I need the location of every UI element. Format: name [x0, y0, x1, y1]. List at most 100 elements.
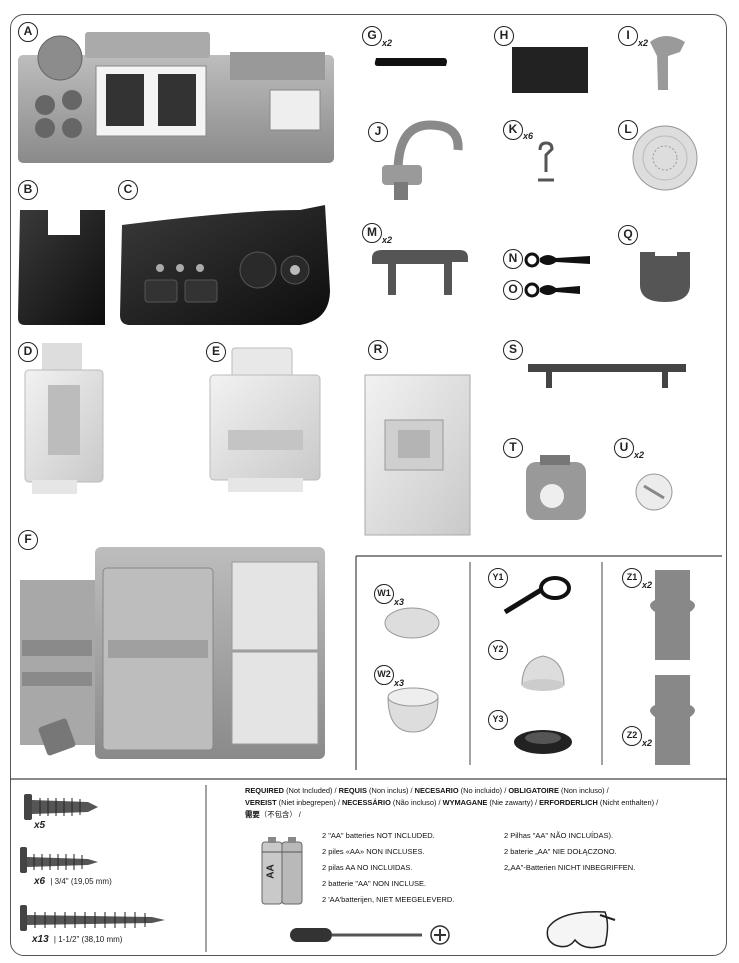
batteries-image — [261, 837, 303, 905]
part-y2-cup-image — [521, 655, 565, 691]
req-de-bold: ERFORDERLICH — [539, 798, 598, 807]
part-qty-w2: x3 — [394, 678, 405, 688]
part-k-hook-image — [538, 141, 554, 182]
part-label-b: B — [18, 180, 38, 200]
required-line-1: REQUIRED (Not Included) / REQUIS (Non in… — [245, 785, 700, 797]
part-w2-bowl-image — [387, 687, 439, 733]
screw-medium-label: x6 | 3/4" (19,05 mm) — [34, 876, 112, 887]
screw-short-label: x5 — [34, 820, 45, 831]
screw-medium-size: 3/4" (19,05 mm) — [54, 877, 112, 886]
req-es-rest: (No incluido) / — [458, 786, 509, 795]
part-u-knob-image — [635, 473, 673, 511]
part-label-l: L — [618, 120, 638, 140]
part-n-clip-image — [524, 252, 590, 268]
part-a-countertop-image — [18, 32, 334, 163]
battery-text-en: 2 "AA" batteries NOT INCLUDED. — [322, 831, 435, 840]
part-w1-plate-image — [384, 607, 440, 639]
part-label-y1: Y1 — [488, 568, 508, 588]
safety-glasses-image — [546, 911, 616, 949]
battery-text-fr: 2 piles «AA» NON INCLUSES. — [322, 847, 425, 856]
part-s-rod-image — [528, 364, 686, 388]
screw-short-image — [24, 794, 98, 820]
screwdriver-image — [290, 925, 450, 945]
req-fr-rest: (Non inclus) / — [367, 786, 415, 795]
part-label-m: M — [362, 223, 382, 243]
screw-long-size: 1-1/2" (38,10 mm) — [58, 935, 123, 944]
part-label-g: G — [362, 26, 382, 46]
part-o-clip-image — [524, 282, 580, 298]
part-label-y2: Y2 — [488, 640, 508, 660]
req-it-bold: OBLIGATOIRE — [508, 786, 559, 795]
part-r-door-image — [364, 374, 471, 536]
required-notice: REQUIRED (Not Included) / REQUIS (Non in… — [245, 785, 700, 821]
part-label-w2: W2 — [374, 665, 394, 685]
part-qty-z1: x2 — [642, 580, 653, 590]
req-pl-bold: WYMAGANE — [442, 798, 488, 807]
part-j-faucet-image — [382, 120, 463, 200]
screw-medium-qty: x6 — [34, 876, 46, 887]
req-de-rest: (Nicht enthalten) / — [597, 798, 659, 807]
part-qty-m: x2 — [382, 235, 393, 245]
part-m-bracket-image — [372, 250, 468, 295]
part-qty-z2: x2 — [642, 738, 653, 748]
part-label-o: O — [503, 280, 523, 300]
part-label-f: F — [18, 530, 38, 550]
req-es-bold: NECESARIO — [414, 786, 459, 795]
part-d-side-wall-image — [24, 343, 104, 494]
req-pt-bold: NECESSÁRIO — [341, 798, 391, 807]
part-z1-bracket-image — [650, 570, 695, 660]
battery-text-nl: 2 'AA'batterijen, NIET MEEGELEVERD. — [322, 895, 455, 904]
part-label-r: R — [368, 340, 388, 360]
part-g-handle-image — [374, 58, 447, 66]
part-label-h: H — [494, 26, 514, 46]
part-qty-u: x2 — [634, 450, 645, 460]
req-en-rest: (Not Included) / — [284, 786, 339, 795]
req-it-rest: (Non incluso) / — [558, 786, 609, 795]
part-qty-i: x2 — [638, 38, 649, 48]
part-qty-g: x2 — [382, 38, 393, 48]
part-label-z1: Z1 — [622, 568, 642, 588]
part-y3-dish-image — [514, 730, 572, 754]
battery-text-pt: 2 Pilhas "AA" NÃO INCLUÍDAS). — [504, 831, 614, 840]
part-h-panel-image — [512, 47, 588, 93]
screw-short-qty: x5 — [34, 820, 46, 831]
part-label-a: A — [18, 22, 38, 42]
part-label-t: T — [503, 438, 523, 458]
req-fr-bold: REQUIS — [338, 786, 367, 795]
part-label-u: U — [614, 438, 634, 458]
part-label-w1: W1 — [374, 584, 394, 604]
part-y1-ring-image — [503, 576, 571, 615]
part-z2-bracket-image — [650, 675, 695, 765]
battery-text-it: 2 batterie "AA" NON INCLUSE. — [322, 879, 427, 888]
part-b-black-panel-image — [18, 205, 105, 325]
required-line-3: 需要（不包含） / — [245, 809, 700, 821]
battery-text-de: 2„AA"-Batterien NICHT INBEGRIFFEN. — [504, 863, 636, 872]
part-label-y3: Y3 — [488, 710, 508, 730]
req-zh-bold: 需要 — [245, 810, 260, 819]
part-label-e: E — [206, 342, 226, 362]
req-nl-rest: (Niet inbegrepen) / — [276, 798, 342, 807]
part-e-side-wall-image — [209, 347, 321, 492]
battery-text-pl: 2 baterie „AA" NIE DOŁĄCZONO. — [504, 847, 617, 856]
screw-long-label: x13 | 1-1/2" (38,10 mm) — [32, 934, 123, 945]
screw-long-qty: x13 — [32, 934, 49, 945]
part-qty-k: x6 — [523, 131, 534, 141]
part-qty-w1: x3 — [394, 597, 405, 607]
part-i-knob-image — [650, 36, 685, 90]
part-q-cover-image — [640, 252, 690, 302]
part-t-dispenser-image — [526, 455, 586, 520]
batteries-text-left: 2 "AA" batteries NOT INCLUDED. 2 piles «… — [322, 828, 454, 908]
part-label-n: N — [503, 249, 523, 269]
battery-label: AA — [265, 864, 277, 879]
part-label-k: K — [503, 120, 523, 140]
part-label-i: I — [618, 26, 638, 46]
part-label-d: D — [18, 342, 38, 362]
batteries-text-right: 2 Pilhas "AA" NÃO INCLUÍDAS). 2 baterie … — [504, 828, 635, 876]
part-label-q: Q — [618, 225, 638, 245]
req-pt-rest: (Não incluso) / — [390, 798, 443, 807]
req-nl-bold: VEREIST — [245, 798, 277, 807]
part-label-z2: Z2 — [622, 726, 642, 746]
parts-sheet-frame — [10, 14, 727, 956]
part-f-base-image — [20, 547, 325, 759]
